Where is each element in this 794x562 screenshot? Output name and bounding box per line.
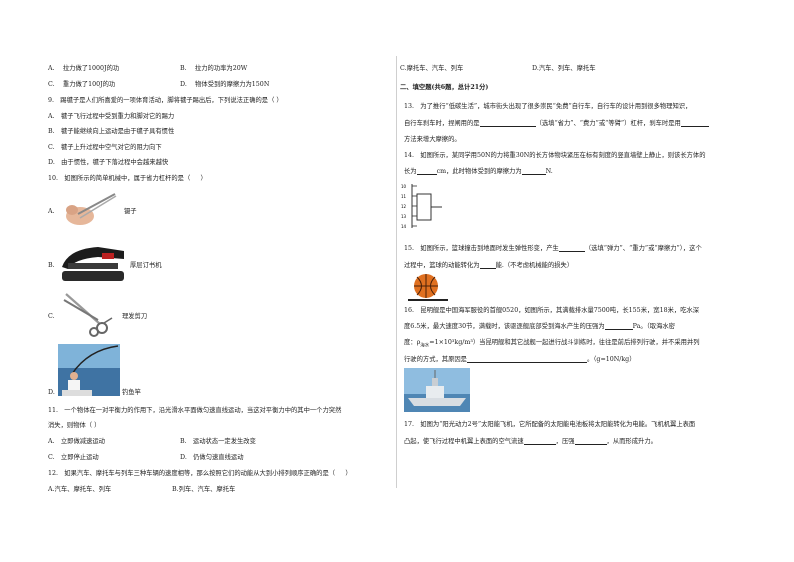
q10-a-label: A.: [48, 208, 55, 215]
q17-line1: 17. 如图为“阳光动力2号”太阳能飞机，它所配备的太阳能电池板将太阳能转化为电…: [404, 421, 696, 428]
q9-option-c: C. 毽子上升过程中空气对它的阻力向下: [48, 144, 162, 151]
q11-stem-line1: 11. 一个物体在一对平衡力的作用下，沿光滑水平面做匀速直线运动，当这对平衡力中…: [48, 407, 342, 414]
q17-line2: 凸起，使飞行过程中机翼上表面的空气流速，压强，从而形成升力。: [404, 438, 657, 445]
section2-title: 二、填空题(共6题，总计21分): [400, 84, 489, 91]
basketball-image: [408, 274, 448, 301]
q12-stem: 12. 如果汽车、摩托车与列车三种车辆的速度相等，那么按照它们的动能从大到小排列…: [48, 470, 352, 477]
q13-blank1[interactable]: [479, 120, 536, 127]
column-divider: [396, 56, 397, 488]
warship-image: [404, 368, 470, 412]
q13-line1: 13. 为了推行“低碳生活”，城市街头出现了很多崇民“免费”自行车，自行车的设计…: [404, 103, 692, 110]
ruler-tick-label: 14: [401, 224, 407, 229]
q8-option-d: D. 物体受到的摩擦力为150N: [180, 81, 270, 88]
q17-blank1[interactable]: [523, 438, 556, 445]
q11-option-c: C. 立即停止运动: [48, 454, 99, 461]
q10-d-label: D.: [48, 389, 55, 396]
q15-line1: 15. 如图所示，篮球撞击到地面时发生弹性形变，产生（选填“弹力”、“重力”或“…: [404, 245, 702, 252]
q15-blank2[interactable]: [479, 262, 496, 269]
q8-option-a: A. 拉力做了1000J的功: [48, 65, 120, 72]
q11-stem-line2: 消失，则物体（ ）: [48, 422, 101, 429]
q10-c-caption: 理发剪刀: [122, 313, 148, 320]
ruler-tick-label: 10: [401, 184, 407, 189]
q9-stem: 9. 踢毽子是人们所喜爱的一项体育活动，脚将毽子踢出后，下列说法正确的是（ ）: [48, 97, 283, 104]
ruler-block-figure: 10 11 12 13 14: [401, 184, 442, 229]
q8-option-b: B. 拉力的功率为20W: [180, 65, 248, 72]
q14-blank1[interactable]: [416, 168, 437, 175]
q12-option-d: D.汽车、列车、摩托车: [532, 65, 596, 72]
q9-option-a: A. 毽子飞行过程中受到重力和脚对它的踢力: [48, 113, 175, 120]
q10-d-caption: 钓鱼竿: [122, 389, 141, 396]
ruler-tick-label: 12: [401, 204, 407, 209]
q13-line3: 方法来增大摩擦的。: [404, 136, 461, 143]
q10-b-label: B.: [48, 262, 55, 269]
stapler-image: [62, 247, 124, 281]
q9-option-d: D. 由于惯性，毽子下落过程中会越来越快: [48, 159, 169, 166]
q9-option-b: B. 毽子能继续向上运动是由于毽子具有惯性: [48, 128, 175, 135]
q10-b-caption: 厚层订书机: [130, 262, 162, 269]
q16-line4: 行驶的方式，其原因是。（g=10N/kg）: [404, 356, 636, 363]
q10-c-label: C.: [48, 313, 55, 320]
q16-line1: 16. 昆明舰是中国海军服役的首舰0520，如图所示，其满载排水量7500吨，长…: [404, 307, 700, 314]
q12-option-b: B.列车、汽车、摩托车: [172, 486, 236, 493]
q8-option-c: C. 重力做了100J的功: [48, 81, 116, 88]
q15-line2: 过程中，篮球的动能转化为能.（不考虑机械能的损失）: [404, 262, 574, 269]
q10-a-caption: 镊子: [124, 208, 137, 215]
q17-blank2[interactable]: [574, 438, 607, 445]
q13-blank2[interactable]: [680, 120, 709, 127]
q16-blank2[interactable]: [466, 356, 587, 363]
q13-line2: 自行车刹车时，捏闸用的是（选填“省力”、“费力”或“等臂”）杠杆，刹车时是用: [404, 120, 709, 127]
q11-option-b: B. 运动状态一定发生改变: [180, 438, 256, 445]
q11-option-a: A. 立即做减速运动: [48, 438, 105, 445]
ruler-tick-label: 13: [401, 214, 407, 219]
q14-line1: 14. 如图所示，某同学用50N的力将重30N的长方体物块紧压在标有刻度的竖直墙…: [404, 152, 706, 159]
q10-stem: 10. 如图所示的简单机械中，属于省力杠杆的是（ ）: [48, 175, 207, 182]
q14-blank2[interactable]: [521, 168, 546, 175]
q11-option-d: D. 仍做匀速直线运动: [180, 454, 244, 461]
q12-option-a: A.汽车、摩托车、列车: [48, 486, 112, 493]
tweezers-image: [66, 193, 117, 225]
ruler-tick-label: 11: [401, 194, 407, 199]
q15-blank1[interactable]: [558, 245, 585, 252]
scissors-image: [63, 293, 113, 337]
q16-blank1[interactable]: [604, 323, 633, 330]
q16-line3: 度：ρ海水=1×10³kg/m³）当昆明舰和其它战舰一起进行战斗训练时，往往是前…: [404, 339, 700, 349]
fishing-rod-image: [58, 344, 120, 396]
q12-option-c: C.摩托车、汽车、列车: [400, 65, 464, 72]
